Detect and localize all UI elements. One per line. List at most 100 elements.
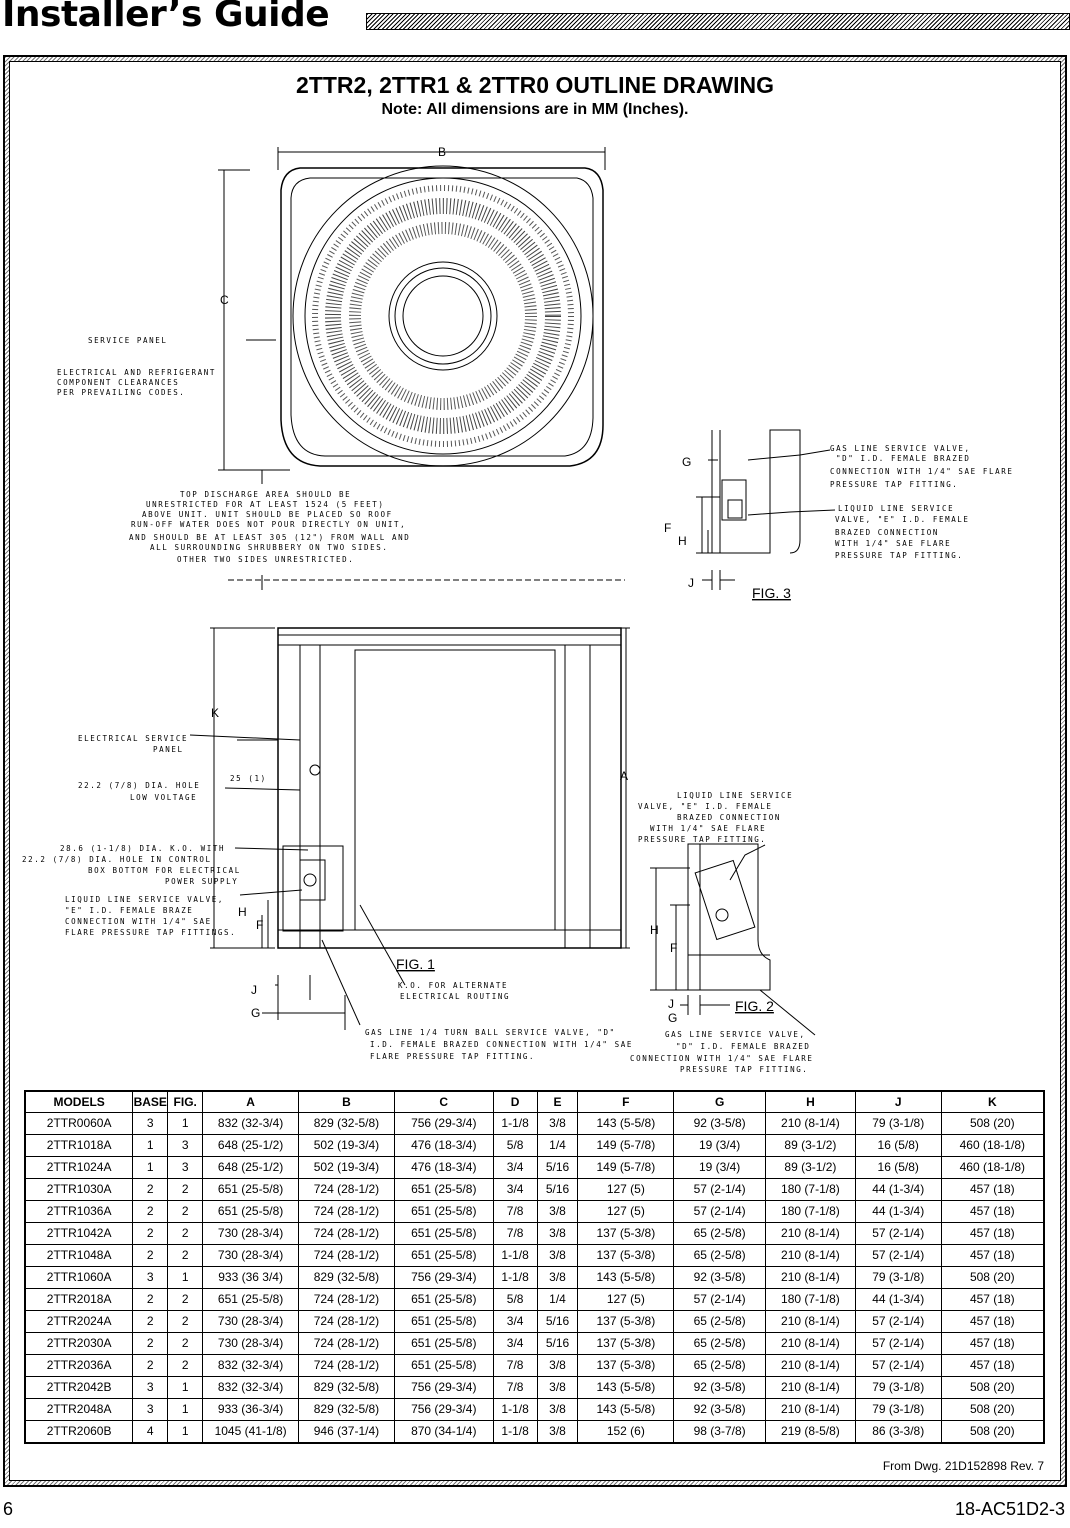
table-cell: 57 (2-1/4): [854, 1244, 942, 1267]
table-cell: 651 (25-5/8): [393, 1222, 494, 1245]
table-cell: 946 (37-1/4): [298, 1420, 395, 1444]
table-cell: 210 (8-1/4): [765, 1332, 856, 1355]
table-cell: 1-1/8: [492, 1398, 538, 1421]
column-header: E: [536, 1090, 579, 1113]
table-cell: 829 (32-5/8): [298, 1112, 395, 1135]
table-cell: 3: [132, 1376, 169, 1399]
column-header: D: [492, 1090, 538, 1113]
table-cell: 7/8: [492, 1222, 538, 1245]
column-header: H: [765, 1090, 856, 1113]
table-cell: 756 (29-3/4): [393, 1376, 494, 1399]
model-cell: 2TTR1048A: [24, 1244, 134, 1267]
table-cell: 1-1/8: [492, 1244, 538, 1267]
table-cell: 651 (25-5/8): [393, 1310, 494, 1333]
model-cell: 2TTR1024A: [24, 1156, 134, 1179]
table-cell: 2: [167, 1354, 204, 1377]
callout-line: PRESSURE TAP FITTING.: [835, 551, 963, 560]
dim-j-fig1: J: [251, 983, 257, 997]
table-cell: 829 (32-5/8): [298, 1398, 395, 1421]
callout-line: LOW VOLTAGE: [130, 793, 197, 802]
callout-line: CONNECTION WITH 1/4" SAE FLARE: [630, 1054, 813, 1063]
ko-alternate-callout: K.O. FOR ALTERNATE ELECTRICAL ROUTING: [398, 981, 508, 1001]
table-cell: 210 (8-1/4): [765, 1310, 856, 1333]
table-cell: 651 (25-5/8): [393, 1244, 494, 1267]
table-cell: 210 (8-1/4): [765, 1354, 856, 1377]
callout-line: CONNECTION WITH 1/4" SAE: [65, 917, 212, 926]
callout-line: OTHER TWO SIDES UNRESTRICTED.: [177, 555, 354, 564]
table-cell: 3/4: [492, 1178, 538, 1201]
callout-line: "E" I.D. FEMALE BRAZE: [65, 906, 193, 915]
table-cell: 2: [167, 1200, 204, 1223]
table-cell: 180 (7-1/8): [765, 1200, 856, 1223]
gas-ball-valve-callout: GAS LINE 1/4 TURN BALL SERVICE VALVE, "D…: [365, 1028, 631, 1061]
callout-line: BOX BOTTOM FOR ELECTRICAL: [88, 866, 241, 875]
table-cell: 724 (28-1/2): [298, 1288, 395, 1311]
fig2-view: [650, 843, 816, 1036]
callout-line: GAS LINE SERVICE VALVE,: [830, 444, 971, 453]
callout-line: COMPONENT CLEARANCES: [57, 378, 179, 387]
table-cell: 832 (32-3/4): [202, 1112, 300, 1135]
gas-valve-fig2-callout: GAS LINE SERVICE VALVE, "D" I.D. FEMALE …: [630, 1030, 813, 1074]
table-cell: 89 (3-1/2): [765, 1156, 856, 1179]
table-cell: 1-1/8: [492, 1112, 538, 1135]
drawing-reference: From Dwg. 21D152898 Rev. 7: [882, 1459, 1044, 1473]
table-cell: 1-1/8: [492, 1420, 538, 1444]
table-cell: 5/16: [536, 1332, 579, 1355]
callout-line: LIQUID LINE SERVICE: [677, 791, 793, 800]
service-panel-callout: SERVICE PANEL: [88, 336, 168, 345]
table-cell: 1-1/8: [492, 1266, 538, 1289]
table-cell: 127 (5): [577, 1178, 675, 1201]
table-cell: 210 (8-1/4): [765, 1222, 856, 1245]
table-cell: 2: [132, 1178, 169, 1201]
table-cell: 3: [167, 1156, 204, 1179]
fig1-view: [189, 627, 630, 1030]
table-cell: 832 (32-3/4): [202, 1376, 300, 1399]
table-cell: 3/4: [492, 1332, 538, 1355]
table-cell: 16 (5/8): [854, 1134, 942, 1157]
fig1-label: FIG. 1: [396, 956, 435, 972]
model-cell: 2TTR1030A: [24, 1178, 134, 1201]
table-cell: 1: [167, 1420, 204, 1444]
column-header: F: [577, 1090, 675, 1113]
table-cell: 3: [167, 1134, 204, 1157]
table-cell: 79 (3-1/8): [854, 1376, 942, 1399]
fig2-label: FIG. 2: [735, 998, 774, 1014]
table-cell: 44 (1-3/4): [854, 1200, 942, 1223]
table-cell: 3/8: [536, 1266, 579, 1289]
top-view: [218, 147, 625, 590]
table-cell: 180 (7-1/8): [765, 1178, 856, 1201]
page-header: Installer’s Guide: [0, 0, 1070, 38]
dim-f-fig3: F: [664, 521, 671, 535]
table-cell: 57 (2-1/4): [673, 1178, 766, 1201]
dim-k: K: [211, 706, 219, 720]
table-cell: 724 (28-1/2): [298, 1354, 395, 1377]
table-cell: 149 (5-7/8): [577, 1134, 675, 1157]
table-cell: 2: [132, 1354, 169, 1377]
table-cell: 65 (2-5/8): [673, 1222, 766, 1245]
table-cell: 2: [132, 1244, 169, 1267]
table-cell: 933 (36 3/4): [202, 1266, 300, 1289]
table-cell: 2: [132, 1332, 169, 1355]
column-header: MODELS: [24, 1090, 134, 1113]
table-cell: 502 (19-3/4): [298, 1134, 395, 1157]
column-header: C: [393, 1090, 494, 1113]
table-cell: 476 (18-3/4): [393, 1134, 494, 1157]
table-cell: 870 (34-1/4): [393, 1420, 494, 1444]
table-cell: 1045 (41-1/8): [202, 1420, 300, 1444]
table-cell: 2: [132, 1288, 169, 1311]
model-cell: 2TTR2018A: [24, 1288, 134, 1311]
callout-line: WITH 1/4" SAE FLARE: [650, 824, 766, 833]
table-cell: 2: [167, 1332, 204, 1355]
callout-line: "D" I.D. FEMALE BRAZED: [836, 454, 971, 463]
table-cell: 651 (25-5/8): [202, 1288, 300, 1311]
table-cell: 730 (28-3/4): [202, 1310, 300, 1333]
dim-f-fig2: F: [670, 941, 677, 955]
table-cell: 648 (25-1/2): [202, 1134, 300, 1157]
table-cell: 65 (2-5/8): [673, 1310, 766, 1333]
table-cell: 1: [167, 1266, 204, 1289]
table-cell: 1: [132, 1134, 169, 1157]
